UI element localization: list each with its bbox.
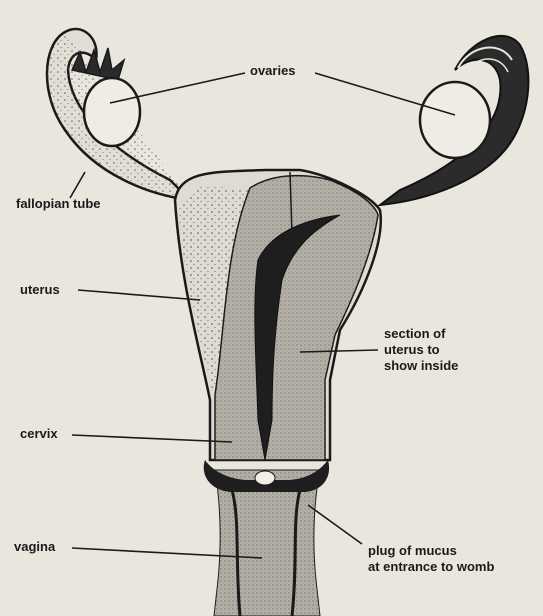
label-fallopian-tube: fallopian tube <box>16 197 101 211</box>
label-plug-line2: at entrance to womb <box>368 560 494 574</box>
label-section-line3: show inside <box>384 359 458 373</box>
label-cervix: cervix <box>20 427 58 441</box>
left-ovary <box>84 78 140 146</box>
label-ovaries: ovaries <box>250 64 296 78</box>
right-ovary <box>420 82 490 158</box>
label-plug-line1: plug of mucus <box>368 544 457 558</box>
label-section-line1: section of <box>384 327 445 341</box>
label-uterus: uterus <box>20 283 60 297</box>
label-vagina: vagina <box>14 540 55 554</box>
mucus-plug <box>255 471 275 485</box>
label-section-line2: uterus to <box>384 343 440 357</box>
